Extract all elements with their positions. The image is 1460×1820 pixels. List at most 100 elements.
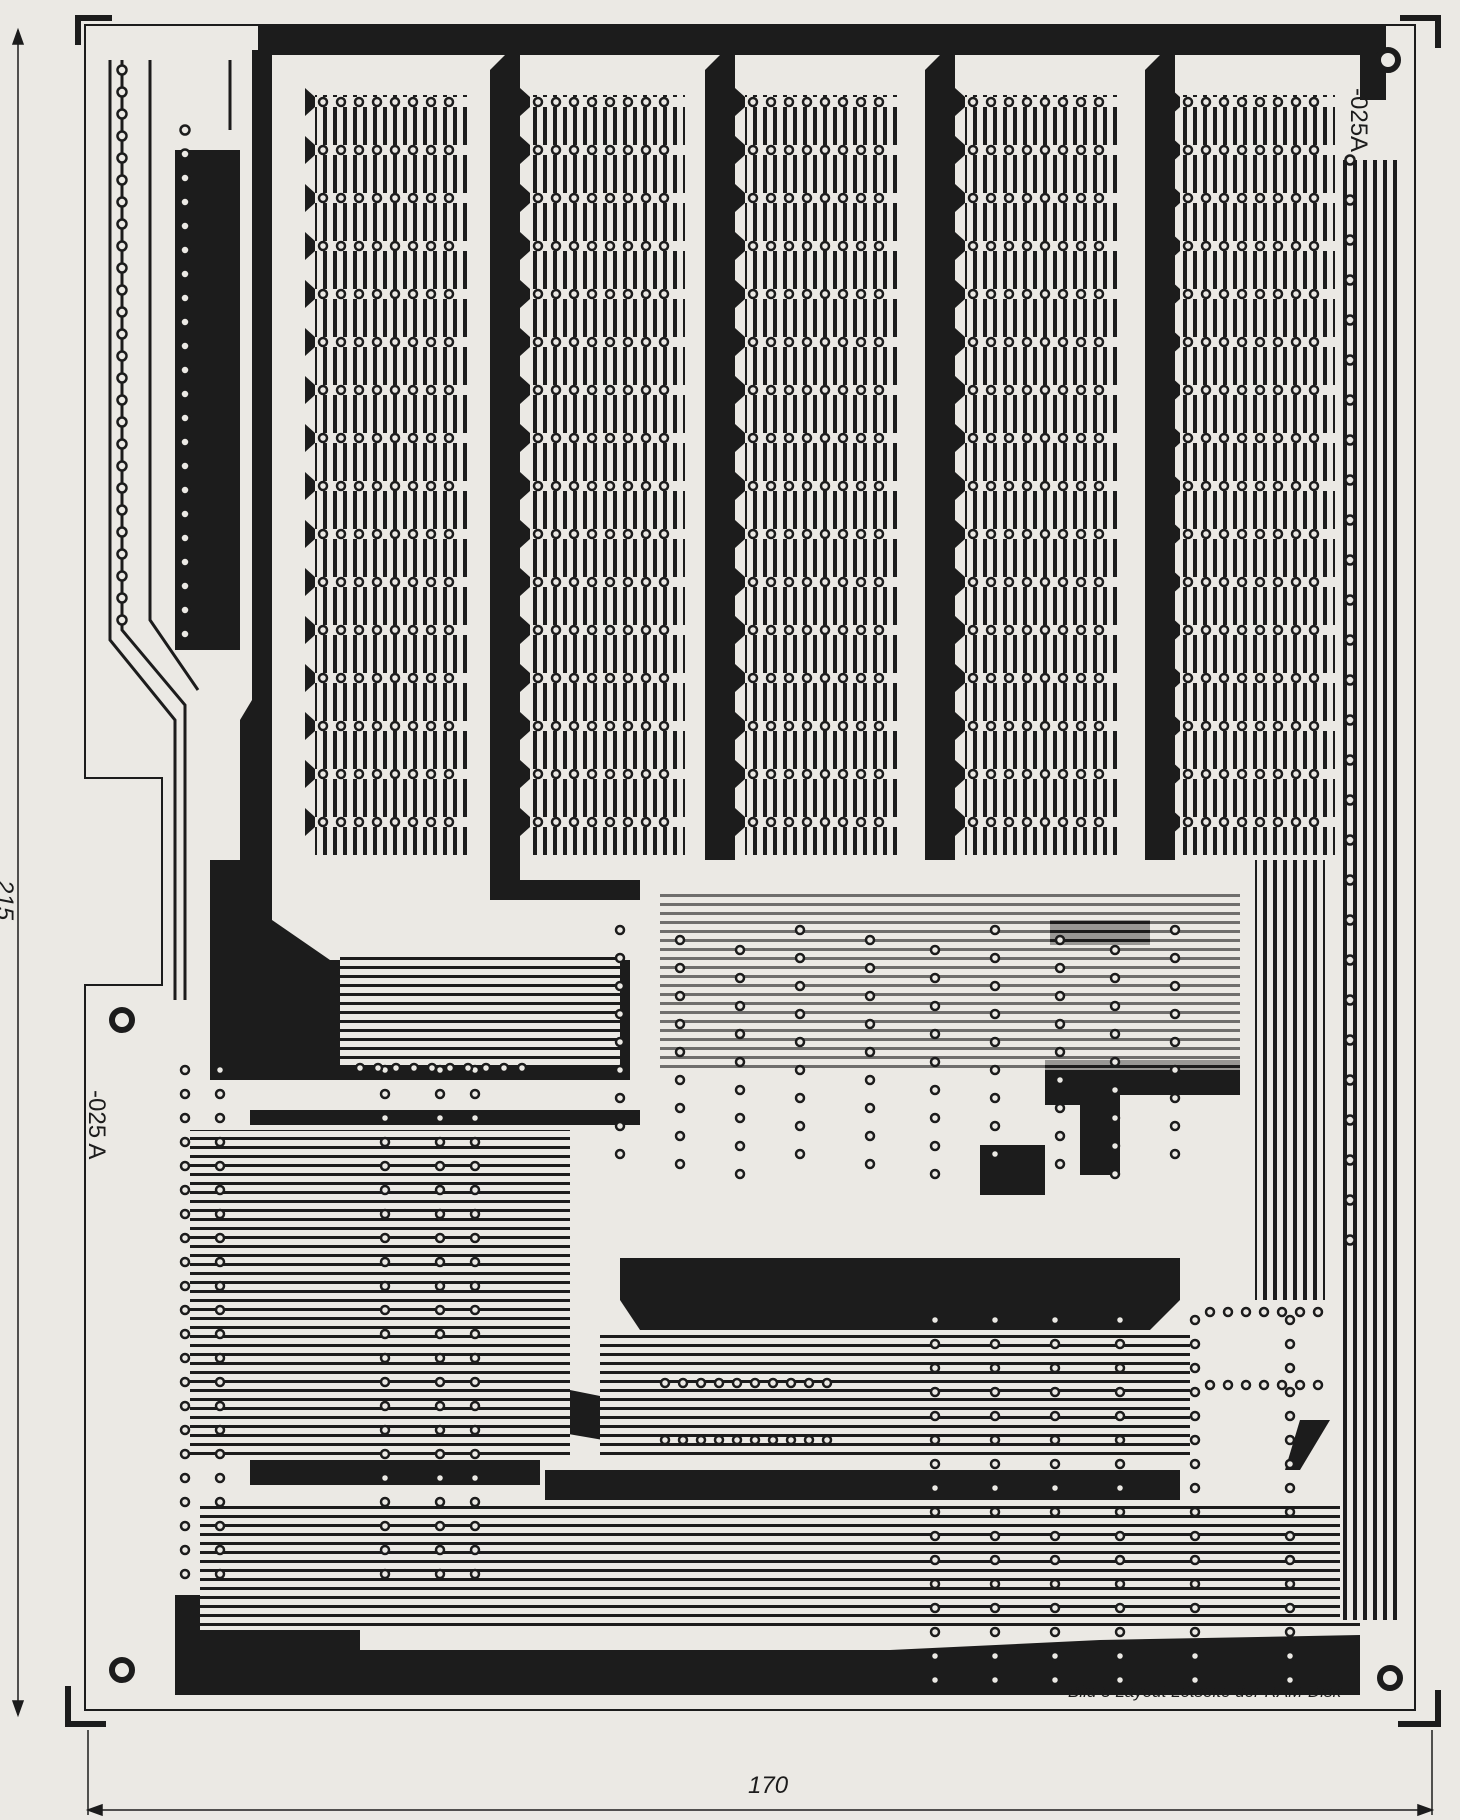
- solder-pad: [179, 1376, 191, 1388]
- solder-pad: [765, 768, 777, 780]
- solder-pad: [747, 288, 759, 300]
- solder-pad: [407, 576, 419, 588]
- solder-pad: [568, 144, 580, 156]
- solder-pad: [1254, 144, 1266, 156]
- solder-pad: [443, 432, 455, 444]
- solder-pad: [1182, 432, 1194, 444]
- solder-pad: [1039, 192, 1051, 204]
- solder-pad: [425, 96, 437, 108]
- solder-pad: [1218, 240, 1230, 252]
- solder-pad: [985, 672, 997, 684]
- solder-pad: [855, 480, 867, 492]
- solder-pad: [1344, 794, 1356, 806]
- solder-pad: [794, 1120, 806, 1132]
- solder-pad: [317, 528, 329, 540]
- solder-pad: [783, 336, 795, 348]
- solder-pad: [1200, 432, 1212, 444]
- solder-pad: [855, 288, 867, 300]
- solder-pad: [379, 1328, 391, 1340]
- solder-pad: [550, 432, 562, 444]
- solder-pad: [407, 240, 419, 252]
- solder-pad: [1049, 1386, 1061, 1398]
- bank-row-notch: [305, 376, 315, 404]
- solder-pad: [873, 432, 885, 444]
- solder-pad: [335, 576, 347, 588]
- bank-row-notch: [955, 184, 965, 212]
- solder-pad: [1294, 1306, 1306, 1318]
- solder-pad: [783, 96, 795, 108]
- solder-pad: [1057, 624, 1069, 636]
- solder-pad: [734, 1084, 746, 1096]
- solder-pad: [434, 1328, 446, 1340]
- mounting-hole-top-right: [1375, 47, 1401, 73]
- solder-pad: [1218, 672, 1230, 684]
- bank-row-notch: [520, 664, 530, 692]
- solder-pad: [1075, 624, 1087, 636]
- solder-pad: [731, 1377, 743, 1389]
- solder-pad: [425, 768, 437, 780]
- solder-pad: [434, 1112, 446, 1124]
- solder-pad: [469, 1400, 481, 1412]
- solder-pad: [855, 432, 867, 444]
- solder-pad: [1109, 1028, 1121, 1040]
- solder-pad: [550, 528, 562, 540]
- solder-pad: [783, 576, 795, 588]
- solder-pad: [335, 96, 347, 108]
- solder-pad: [1189, 1626, 1201, 1638]
- solder-pad: [604, 240, 616, 252]
- solder-pad: [179, 1136, 191, 1148]
- solder-pad: [1189, 1386, 1201, 1398]
- solder-pad: [1272, 288, 1284, 300]
- solder-pad: [622, 528, 634, 540]
- solder-pad: [1021, 576, 1033, 588]
- solder-pad: [1054, 1018, 1066, 1030]
- solder-pad: [985, 144, 997, 156]
- solder-pad: [1003, 192, 1015, 204]
- solder-pad: [765, 816, 777, 828]
- solder-pad: [929, 1362, 941, 1374]
- solder-pad: [179, 1448, 191, 1460]
- solder-pad: [214, 1544, 226, 1556]
- solder-pad: [747, 720, 759, 732]
- solder-pad: [1075, 384, 1087, 396]
- solder-pad: [532, 672, 544, 684]
- solder-pad: [967, 336, 979, 348]
- solder-pad: [1109, 1168, 1121, 1180]
- solder-pad: [747, 672, 759, 684]
- solder-pad: [640, 432, 652, 444]
- solder-pad: [1236, 192, 1248, 204]
- solder-pad: [873, 144, 885, 156]
- solder-pad: [819, 384, 831, 396]
- solder-pad: [749, 1377, 761, 1389]
- solder-pad: [116, 548, 128, 560]
- solder-pad: [317, 576, 329, 588]
- solder-pad: [1054, 934, 1066, 946]
- solder-pad: [929, 1506, 941, 1518]
- solder-pad: [677, 1377, 689, 1389]
- solder-pad: [1272, 672, 1284, 684]
- solder-pad: [1182, 768, 1194, 780]
- solder-pad: [837, 432, 849, 444]
- solder-pad: [425, 432, 437, 444]
- bank-row-notch: [955, 664, 965, 692]
- solder-pad: [785, 1434, 797, 1446]
- solder-pad: [179, 628, 191, 640]
- solder-pad: [214, 1064, 226, 1076]
- solder-pad: [1114, 1434, 1126, 1446]
- solder-pad: [801, 240, 813, 252]
- solder-pad: [1344, 1154, 1356, 1166]
- solder-pad: [425, 576, 437, 588]
- solder-pad: [1284, 1578, 1296, 1590]
- mounting-hole-bottom-right: [1377, 1665, 1403, 1691]
- solder-pad: [604, 624, 616, 636]
- solder-pad: [389, 528, 401, 540]
- left-edge-traces: [108, 60, 232, 1000]
- solder-pad: [873, 576, 885, 588]
- bank-row-notch: [520, 520, 530, 548]
- solder-pad: [967, 96, 979, 108]
- solder-pad: [1236, 816, 1248, 828]
- solder-pad: [864, 962, 876, 974]
- solder-pad: [1254, 336, 1266, 348]
- solder-pad: [1109, 1084, 1121, 1096]
- solder-pad: [550, 384, 562, 396]
